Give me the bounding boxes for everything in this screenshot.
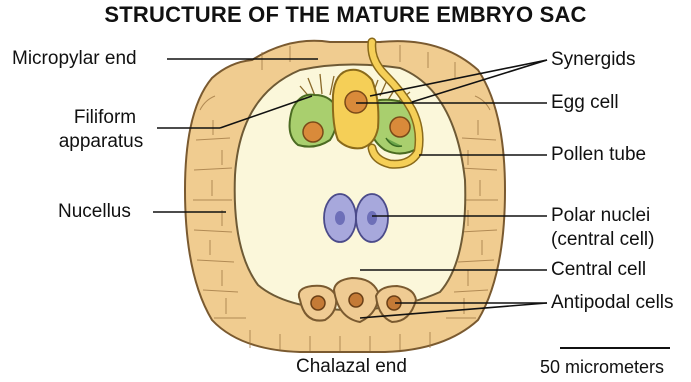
label-synergids: Synergids <box>551 49 636 71</box>
synergid-left <box>290 95 337 147</box>
label-polar-nuclei-line1: Polar nuclei <box>551 205 650 227</box>
label-chalazal-end: Chalazal end <box>296 356 407 378</box>
label-micropylar-end: Micropylar end <box>12 48 137 70</box>
egg-cell <box>333 70 379 149</box>
label-scale: 50 micrometers <box>540 356 664 378</box>
synergid-left-nucleus <box>303 122 323 142</box>
label-central-cell: Central cell <box>551 259 646 281</box>
label-filiform-line1: Filiform <box>55 107 155 129</box>
label-antipodal-cells: Antipodal cells <box>551 292 674 314</box>
label-pollen-tube: Pollen tube <box>551 144 646 166</box>
label-polar-nuclei-line2: (central cell) <box>551 229 654 251</box>
egg-cell-nucleus <box>345 91 367 113</box>
label-egg-cell: Egg cell <box>551 92 619 114</box>
synergid-right-nucleus <box>390 117 410 137</box>
label-filiform-line2: apparatus <box>45 131 157 153</box>
label-nucellus: Nucellus <box>58 201 131 223</box>
